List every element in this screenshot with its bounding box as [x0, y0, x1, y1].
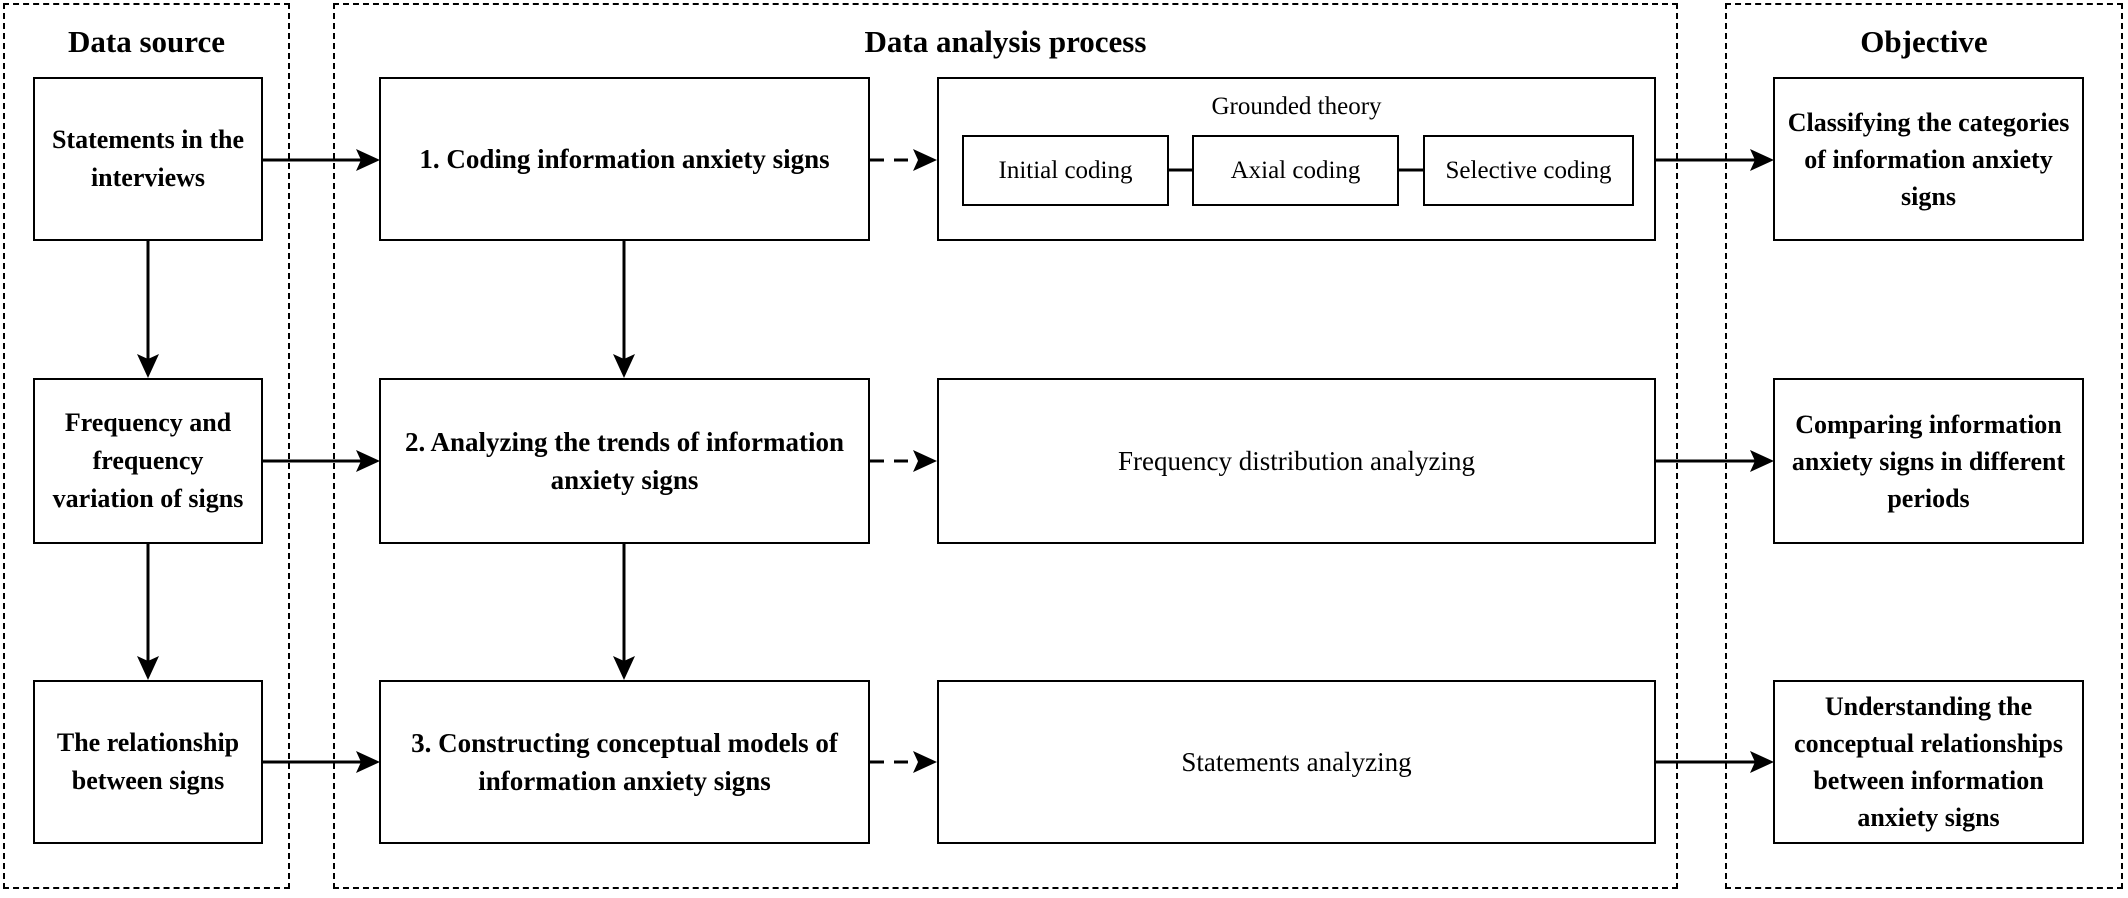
arrowhead — [137, 354, 159, 378]
arrowhead — [137, 656, 159, 680]
source-box-statements: Statements in the interviews — [33, 77, 263, 241]
source-label: Statements in the interviews — [51, 125, 245, 192]
stage-label: Initial coding — [998, 156, 1133, 184]
axial-coding-box: Axial coding — [1192, 135, 1399, 206]
objective-label: Classifying the categories of informatio… — [1787, 107, 2070, 211]
method-label: Frequency distribution analyzing — [1118, 446, 1475, 476]
arrowhead — [356, 149, 380, 171]
step-label: 1. Coding information anxiety signs — [419, 144, 830, 174]
step-box-conceptual-models: 3. Constructing conceptual models of inf… — [379, 680, 870, 844]
selective-coding-box: Selective coding — [1423, 135, 1634, 206]
source-label: Frequency and frequency variation of sig… — [52, 408, 244, 513]
objective-label: Comparing information anxiety signs in d… — [1791, 409, 2066, 513]
arrowhead — [613, 656, 635, 680]
objective-label: Understanding the conceptual relationshi… — [1794, 692, 2063, 832]
grounded-theory-title: Grounded theory — [1211, 93, 1382, 120]
stage-label: Axial coding — [1230, 156, 1361, 184]
source-box-frequency: Frequency and frequency variation of sig… — [33, 378, 263, 544]
arrowhead — [356, 450, 380, 472]
statements-analyzing-box: Statements analyzing — [937, 680, 1656, 844]
data-source-heading: Data source — [68, 24, 225, 59]
step-label: 2. Analyzing the trends of information a… — [404, 427, 844, 495]
arrowhead — [1750, 450, 1774, 472]
frequency-distribution-box: Frequency distribution analyzing — [937, 378, 1656, 544]
objective-box-classifying: Classifying the categories of informatio… — [1773, 77, 2084, 241]
arrowhead — [913, 149, 937, 171]
arrowhead — [613, 354, 635, 378]
source-label: The relationship between signs — [56, 728, 240, 795]
objective-heading: Objective — [1860, 24, 1988, 59]
stage-label: Selective coding — [1445, 156, 1612, 184]
objective-column — [1725, 3, 2123, 889]
arrowhead — [913, 751, 937, 773]
step-box-trends: 2. Analyzing the trends of information a… — [379, 378, 870, 544]
arrowhead — [913, 450, 937, 472]
source-box-relationship: The relationship between signs — [33, 680, 263, 844]
data-analysis-process-column — [333, 3, 1678, 889]
data-source-column — [3, 3, 290, 889]
arrowhead — [356, 751, 380, 773]
step-label: 3. Constructing conceptual models of inf… — [411, 728, 838, 796]
arrowhead — [1750, 751, 1774, 773]
method-label: Statements analyzing — [1181, 747, 1412, 777]
objective-box-understanding: Understanding the conceptual relationshi… — [1773, 680, 2084, 844]
data-analysis-process-heading: Data analysis process — [864, 24, 1147, 59]
objective-box-comparing: Comparing information anxiety signs in d… — [1773, 378, 2084, 544]
initial-coding-box: Initial coding — [962, 135, 1169, 206]
arrowhead — [1750, 149, 1774, 171]
step-box-coding: 1. Coding information anxiety signs — [379, 77, 870, 241]
